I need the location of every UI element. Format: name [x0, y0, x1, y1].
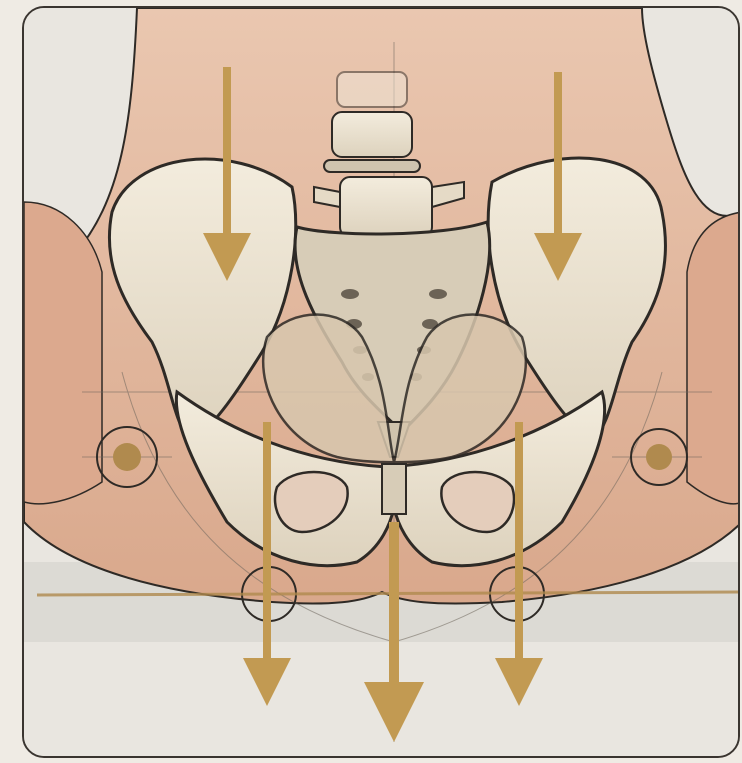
pubic-symphysis [382, 464, 406, 514]
right-thigh [687, 212, 740, 504]
left-thigh [24, 202, 102, 504]
pelvis-illustration [24, 8, 740, 758]
illustration-frame [22, 6, 740, 758]
